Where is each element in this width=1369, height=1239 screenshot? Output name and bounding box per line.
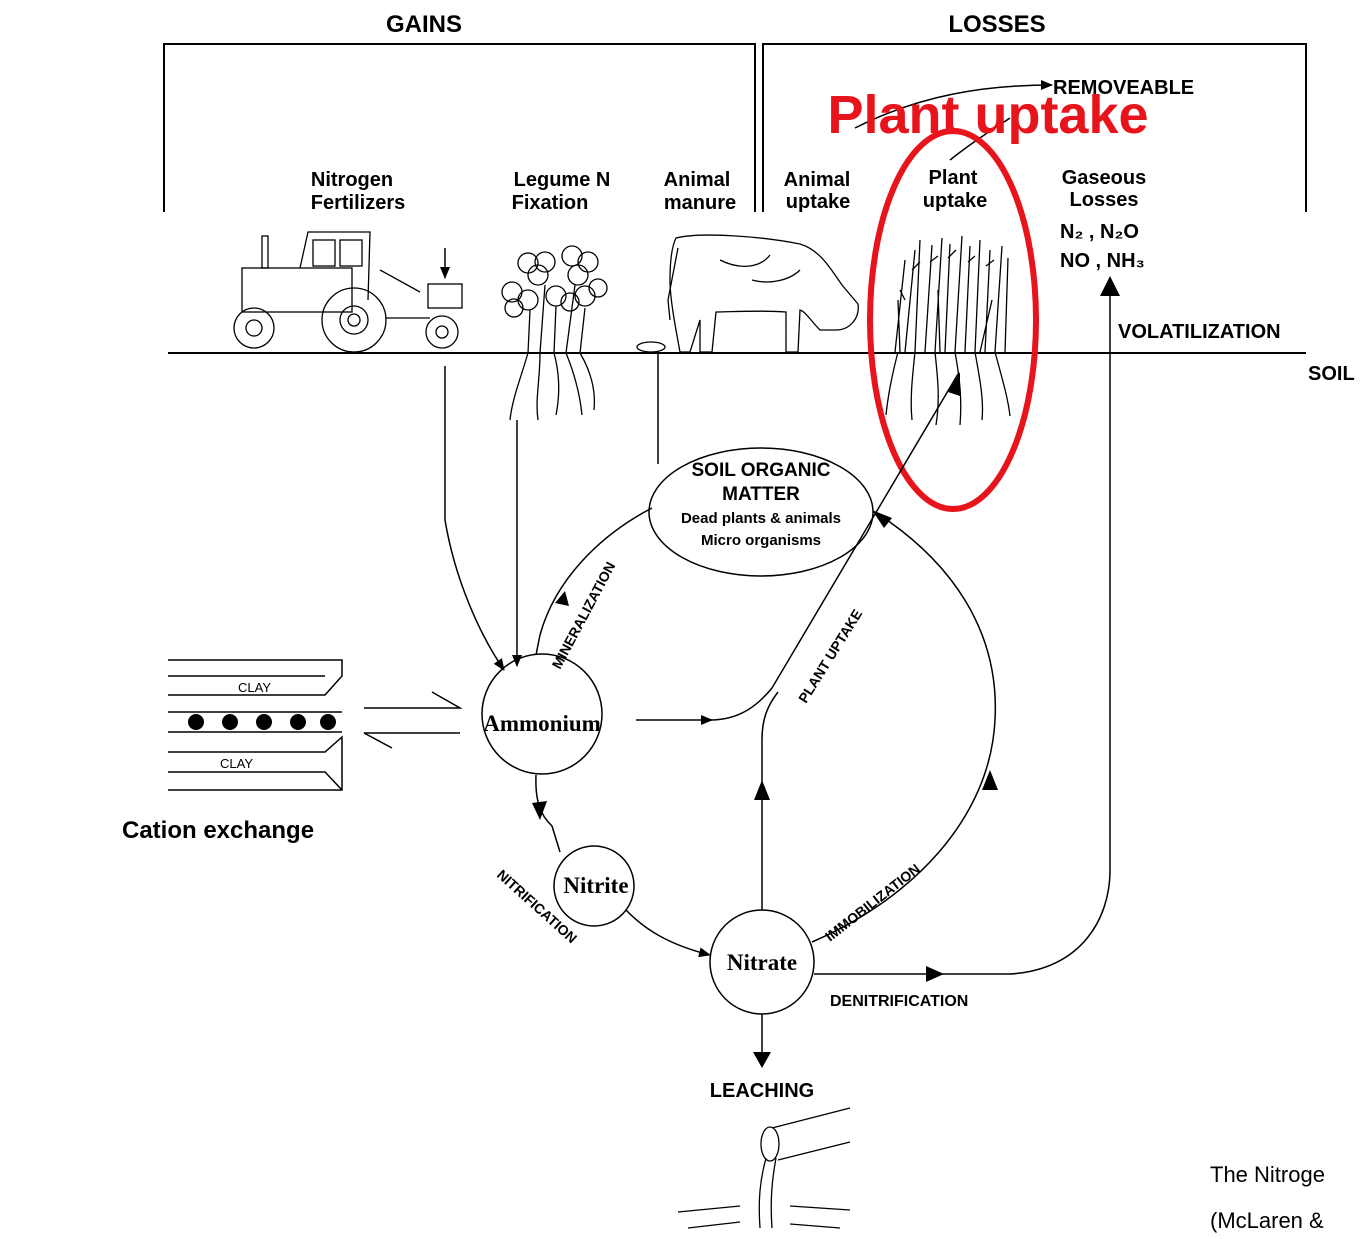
gases-label-line2: NO , NH₃	[1060, 250, 1145, 272]
caption-line2: (McLaren &	[1210, 1208, 1324, 1233]
nitrite-to-nitrate-arrow	[626, 910, 710, 955]
tractor-icon	[234, 232, 462, 352]
ammonium-label: Ammonium	[483, 711, 601, 736]
clay-bottom-label: CLAY	[220, 756, 253, 771]
pipe-icon	[678, 1108, 850, 1228]
som-label-line1: SOIL ORGANIC	[692, 460, 831, 481]
denitrification-label: DENITRIFICATION	[830, 993, 968, 1010]
animal-uptake-label-line1: Animal	[784, 169, 851, 191]
caption-line1: The Nitroge	[1210, 1162, 1325, 1187]
plant-uptake-process-label: PLANT UPTAKE	[795, 606, 865, 705]
manure-label-line1: Animal	[664, 169, 731, 191]
losses-heading: LOSSES	[948, 11, 1045, 38]
nitrate-pool: Nitrate	[710, 910, 814, 1014]
animal-uptake-label-line2: uptake	[786, 191, 850, 213]
legume-label-line1: Legume N	[514, 169, 611, 191]
nitrite-pool: Nitrite	[554, 846, 634, 926]
nitrate-to-uptake-arrow	[754, 692, 778, 910]
fertilizers-label-line2: Fertilizers	[311, 192, 405, 214]
volatilization-label: VOLATILIZATION	[1118, 321, 1281, 343]
denitrification-arrow	[814, 276, 1120, 982]
cation-exchange-label: Cation exchange	[122, 817, 314, 844]
cow-icon	[637, 235, 858, 352]
grass-icon	[886, 236, 1010, 425]
plant-uptake-highlight-label: Plant uptake	[827, 85, 1148, 145]
gaseous-label-line1: Gaseous	[1062, 167, 1146, 189]
manure-label-line2: manure	[664, 192, 736, 214]
clover-icon	[502, 246, 607, 420]
gaseous-label-line2: Losses	[1070, 189, 1139, 211]
immobilization-label: IMMOBILIZATION	[822, 861, 923, 945]
cation-exchange-arrows	[364, 692, 460, 748]
gains-heading: GAINS	[386, 11, 462, 38]
legume-label-line2: Fixation	[512, 192, 589, 214]
clay-layers-icon: CLAY CLAY	[168, 660, 342, 790]
som-label-line3: Dead plants & animals	[681, 510, 841, 527]
ammonium-pool: Ammonium	[482, 654, 602, 774]
ammonium-to-nitrite-arrow	[532, 775, 560, 852]
som-label-line2: MATTER	[722, 484, 800, 505]
plant-uptake-label-line1: Plant	[929, 167, 978, 189]
som-label-line4: Micro organisms	[701, 532, 821, 549]
gases-label-line1: N₂ , N₂O	[1060, 221, 1139, 243]
leaching-label: LEACHING	[710, 1080, 814, 1102]
soil-organic-matter-pool: SOIL ORGANIC MATTER Dead plants & animal…	[649, 448, 873, 576]
nitrite-label: Nitrite	[563, 873, 628, 898]
fertilizer-to-ammonium-arrow	[445, 366, 504, 670]
soil-label: SOIL	[1308, 363, 1355, 385]
mineralization-label: MINERALIZATION	[549, 559, 619, 671]
clay-top-label: CLAY	[238, 680, 271, 695]
fertilizers-label-line1: Nitrogen	[311, 169, 393, 191]
nitrate-label: Nitrate	[727, 950, 797, 975]
leaching-arrow	[753, 1014, 771, 1068]
plant-uptake-label-line2: uptake	[923, 190, 987, 212]
